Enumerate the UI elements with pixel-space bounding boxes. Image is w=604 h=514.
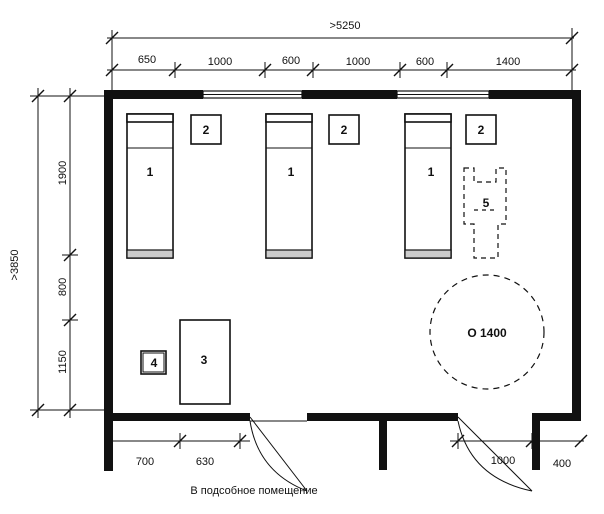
- top-dimension-5: 600: [416, 56, 434, 68]
- door-right-swing: [457, 420, 533, 492]
- bed-2: 1: [265, 113, 313, 259]
- bed-3: 1: [404, 113, 452, 259]
- left-dimension-1: 1900: [57, 161, 69, 185]
- left-dimensions: >3850 1900 800 1150: [9, 88, 104, 418]
- top-dimension-6: 1400: [496, 56, 520, 68]
- turning-circle-label: O 1400: [467, 326, 507, 340]
- left-dimension-2: 800: [57, 278, 69, 296]
- left-total-dimension: >3850: [9, 250, 21, 281]
- bed-1-label: 1: [147, 165, 154, 179]
- top-dimension-3: 600: [282, 55, 300, 67]
- left-dimension-3: 1150: [57, 350, 69, 374]
- stool: 4: [140, 350, 167, 375]
- nightstand-3-label: 2: [478, 123, 485, 137]
- nightstand-2: 2: [328, 114, 360, 145]
- door-left-leaf: [249, 416, 308, 492]
- rollator-label: 5: [483, 196, 490, 210]
- bottom-dimension-400: 400: [553, 458, 571, 470]
- walls: [104, 90, 581, 471]
- door-caption: В подсобное помещение: [190, 485, 317, 497]
- top-dimensions: >5250 650 1000 600 1000 600 1400: [105, 20, 579, 90]
- doors: [249, 416, 533, 492]
- rollator: 5: [463, 167, 507, 259]
- table-label: 3: [201, 353, 208, 367]
- stool-label: 4: [151, 356, 158, 370]
- bottom-dimensions: 700 630 1000 400: [110, 433, 588, 470]
- bottom-dimension-1000: 1000: [491, 455, 515, 467]
- top-dimension-1: 650: [138, 54, 156, 66]
- nightstand-3: 2: [465, 114, 497, 145]
- door-left-swing: [249, 420, 308, 492]
- nightstand-2-label: 2: [341, 123, 348, 137]
- nightstand-1: 2: [190, 114, 222, 145]
- top-dimension-4: 1000: [346, 56, 370, 68]
- nightstand-1-label: 2: [203, 123, 210, 137]
- bed-3-label: 1: [428, 165, 435, 179]
- table: 3: [179, 319, 231, 405]
- door-right-leaf: [457, 416, 533, 492]
- bottom-dimension-700: 700: [136, 456, 154, 468]
- bed-2-label: 1: [288, 165, 295, 179]
- turning-circle: O 1400: [429, 274, 545, 390]
- bottom-dimension-630: 630: [196, 456, 214, 468]
- top-total-dimension: >5250: [330, 20, 361, 32]
- top-dimension-2: 1000: [208, 56, 232, 68]
- windows: [202, 90, 490, 99]
- bed-1: 1: [126, 113, 174, 259]
